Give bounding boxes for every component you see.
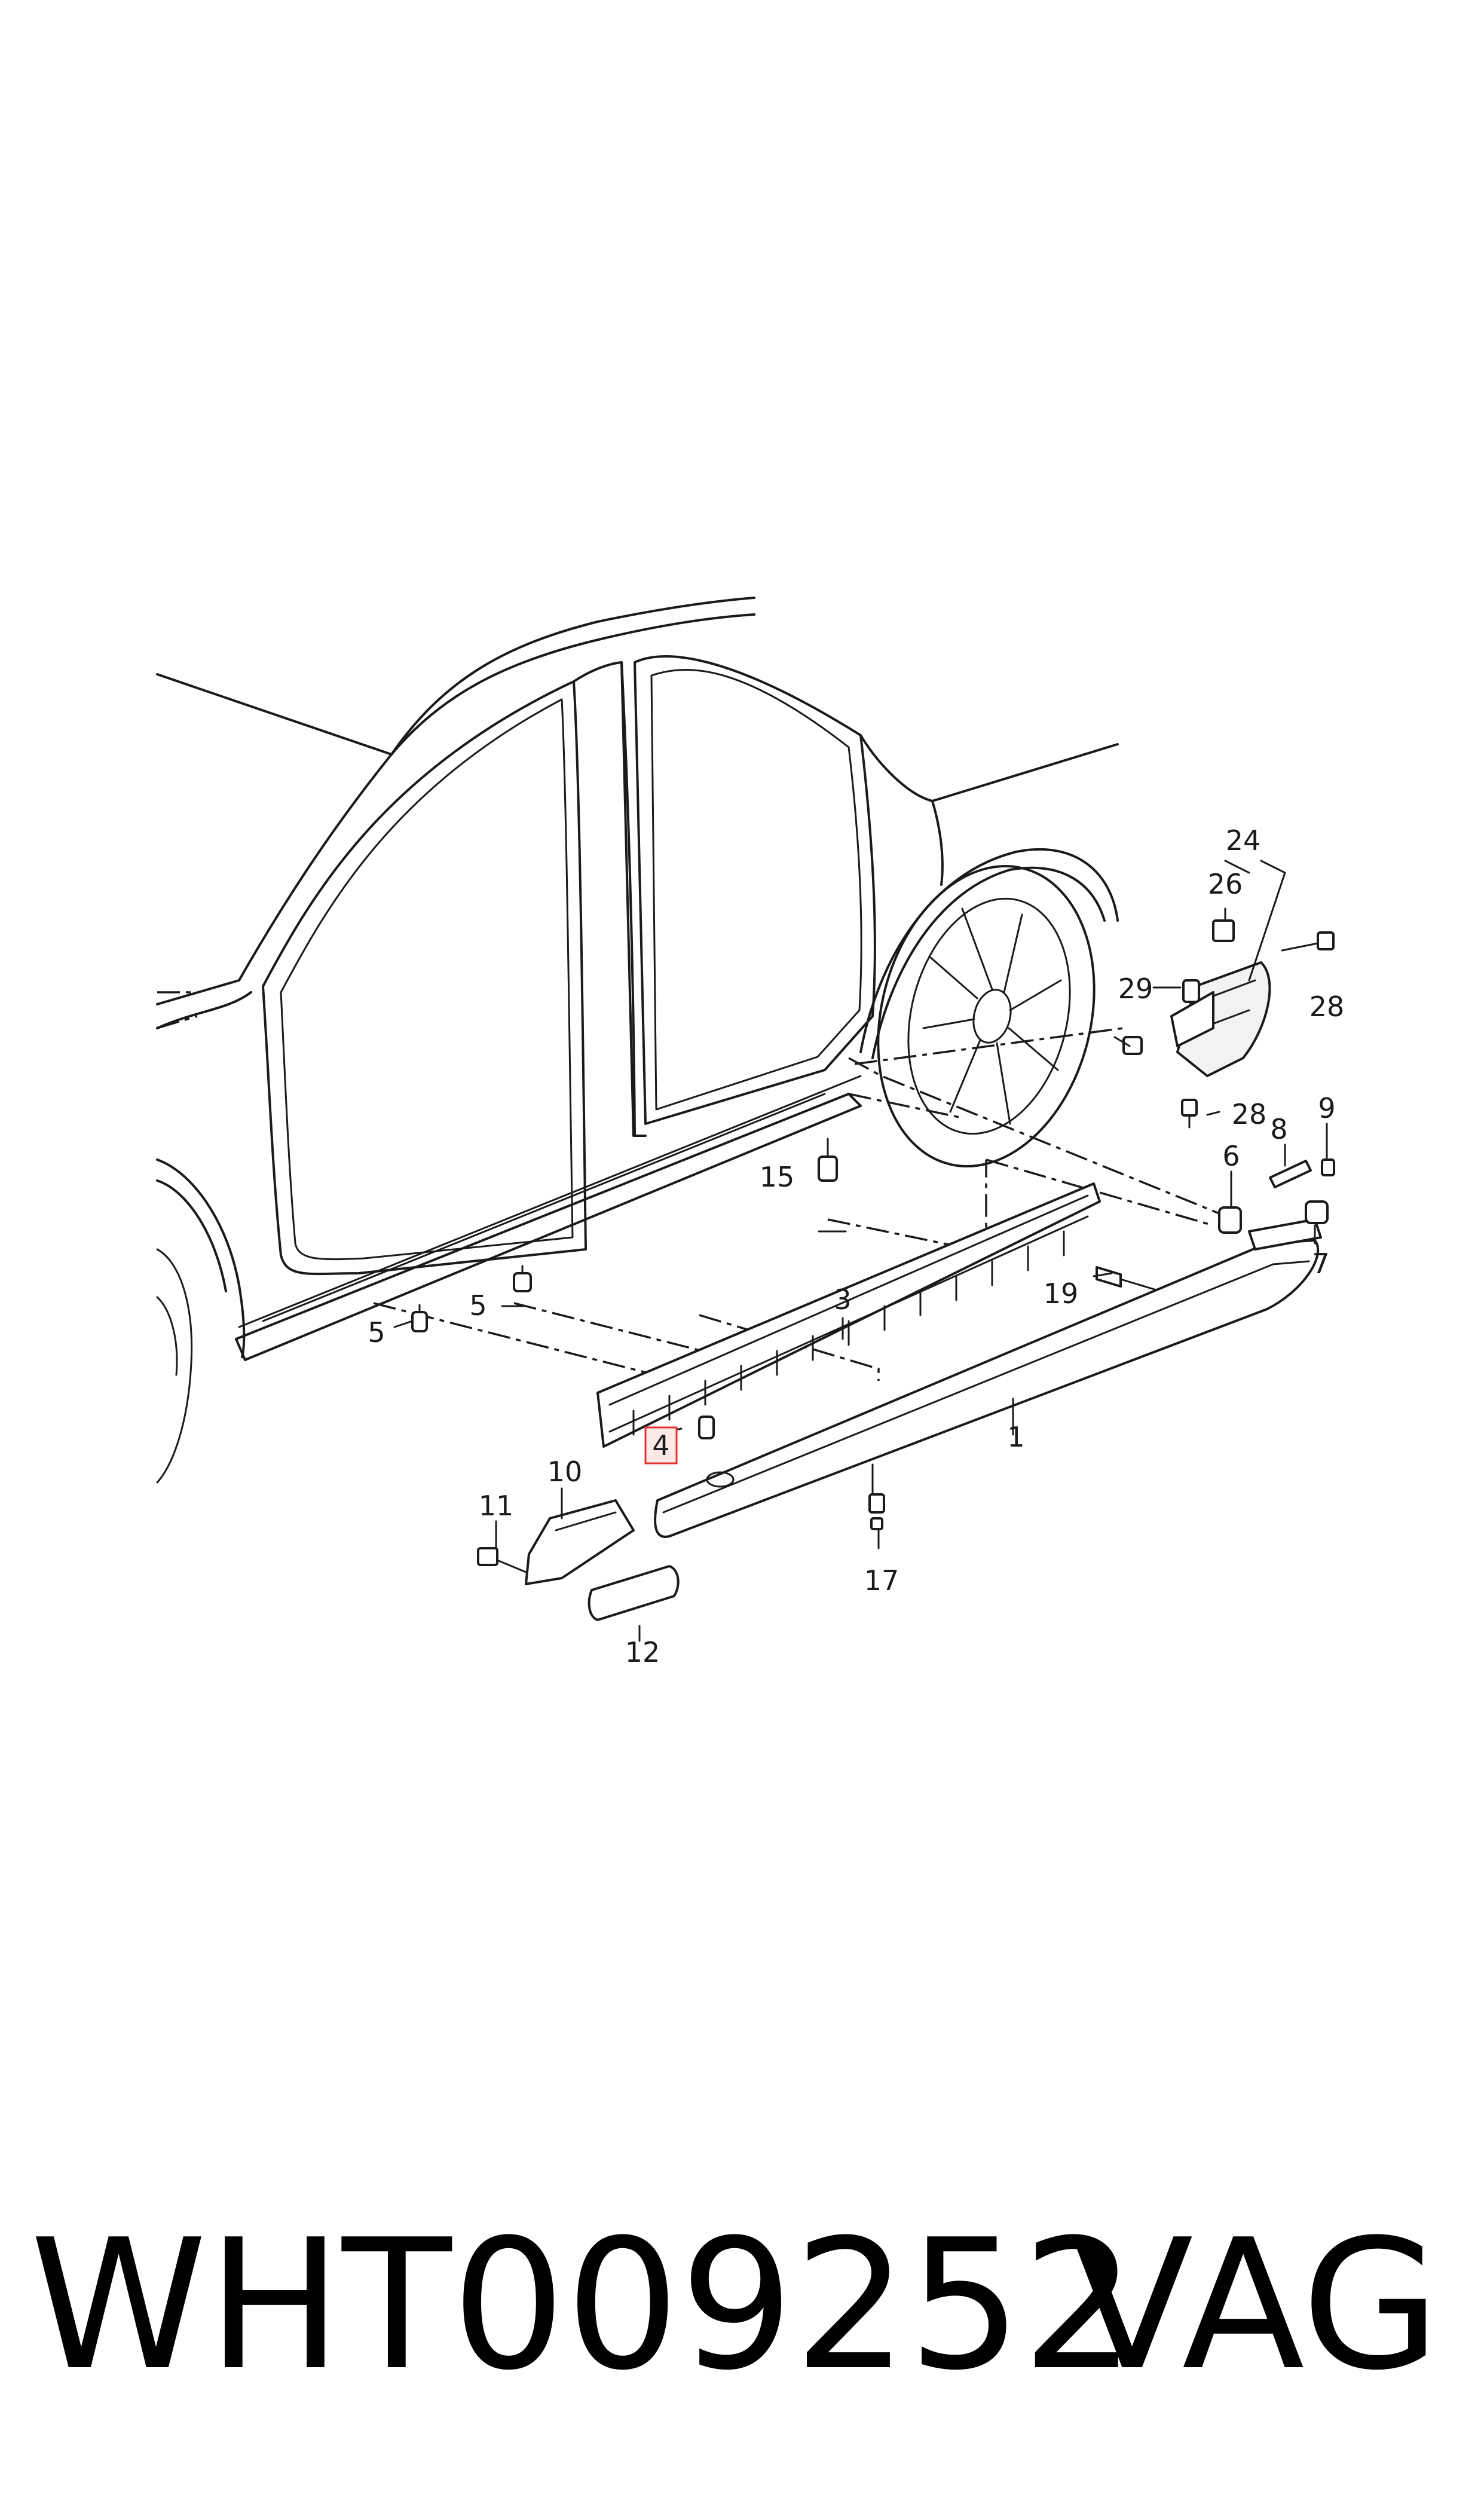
- nut-26: [1212, 919, 1235, 942]
- part-10-end-cap-bracket[interactable]: [525, 1499, 635, 1585]
- screw-28-top: [1281, 931, 1335, 952]
- part-12-end-cap[interactable]: [588, 1565, 680, 1621]
- screw-28-bottom: [1181, 1099, 1198, 1129]
- callout-1: 1: [1007, 1421, 1024, 1453]
- clip-6: [1218, 1206, 1242, 1234]
- callout-19: 19: [1044, 1277, 1079, 1310]
- callout-10: 10: [547, 1456, 583, 1488]
- callout-28-bottom: 28: [1232, 1098, 1267, 1130]
- brand-text: VAG: [1071, 2201, 1440, 2410]
- callout-12: 12: [625, 1636, 660, 1668]
- callout-8: 8: [1270, 1113, 1287, 1145]
- callout-5-upper: 5: [469, 1289, 486, 1322]
- strip-8: [1269, 1160, 1312, 1188]
- part-number-text: WHT009252: [30, 2201, 1136, 2410]
- leader-lines: [393, 860, 1328, 1642]
- callout-4-highlight: [644, 1426, 678, 1465]
- car-body-outline: [156, 597, 1119, 1484]
- callout-labels: 1 3 4 5 5 6 7 8 9 10 11 12 15 17 19 24 2…: [368, 824, 1344, 1668]
- clip-5-lower: [411, 1304, 428, 1332]
- clip-9: [1321, 1158, 1335, 1176]
- clip-7: [1305, 1200, 1329, 1224]
- fasteners: [411, 919, 1335, 1530]
- part-3-mounting-rail[interactable]: [596, 1182, 1101, 1448]
- callout-6: 6: [1222, 1140, 1240, 1172]
- callout-4[interactable]: 4: [652, 1429, 669, 1462]
- clip-5-upper: [513, 1265, 532, 1292]
- screw-17: [868, 1493, 885, 1530]
- part-1-sill-panel[interactable]: [654, 1218, 1322, 1538]
- callout-5-lower: 5: [368, 1316, 385, 1349]
- callout-28-top: 28: [1309, 990, 1345, 1023]
- callout-9: 9: [1318, 1092, 1335, 1124]
- part-24-bracket-assembly[interactable]: [1170, 961, 1271, 1077]
- callout-24: 24: [1226, 824, 1261, 857]
- clip-29: [1122, 979, 1200, 1055]
- callout-11: 11: [479, 1490, 514, 1522]
- callout-7: 7: [1312, 1248, 1329, 1280]
- callout-15: 15: [760, 1161, 795, 1193]
- clip-15: [818, 1138, 838, 1182]
- callout-3: 3: [834, 1283, 851, 1316]
- callout-29: 29: [1118, 973, 1153, 1005]
- screw-19: [1096, 1266, 1158, 1291]
- part-11-clip[interactable]: [477, 1547, 527, 1573]
- callout-17: 17: [864, 1564, 899, 1597]
- callout-26: 26: [1208, 868, 1243, 900]
- clip-4: [698, 1416, 715, 1439]
